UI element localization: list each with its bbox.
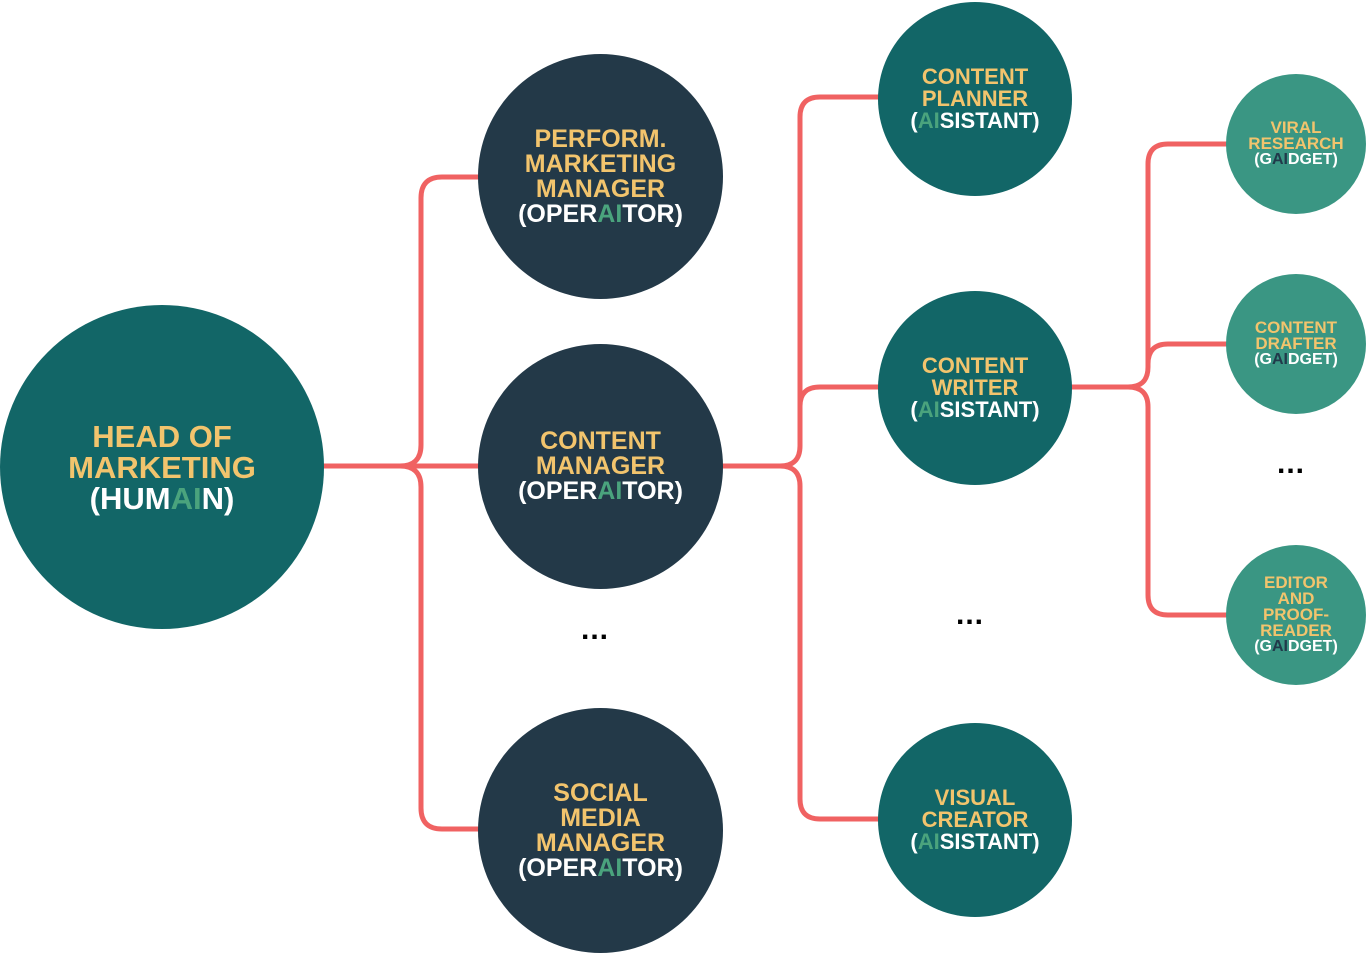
node-perform-marketing-manager: PERFORM. MARKETING MANAGER (OPERAITOR) [478,54,723,299]
node-role: (GAIDGET) [1254,151,1338,169]
node-title-line: CONTENT [921,64,1029,89]
node-title-line: VISUAL [934,785,1016,810]
connector-head-to-social [397,463,481,832]
node-role: (AISISTANT) [910,108,1040,133]
node-role: (OPERAITOR) [518,199,683,228]
connector-writer-to-drafter [1145,341,1229,367]
node-title-line: VIRAL [1270,117,1322,137]
node-content-writer: CONTENT WRITER (AISISTANT) [878,291,1072,485]
node-title-line: CONTENT [921,353,1029,378]
node-title-line: MANAGER [535,828,666,857]
connector-manager-to-planner [777,94,881,469]
node-title-line: EDITOR [1264,572,1328,592]
node-role: (AISISTANT) [910,829,1040,854]
node-role: (GAIDGET) [1254,638,1338,656]
node-social-media-manager: SOCIAL MEDIA MANAGER (OPERAITOR) [478,708,723,953]
node-content-drafter: CONTENT DRAFTER (GAIDGET) [1226,274,1366,414]
node-viral-research: VIRAL RESEARCH (GAIDGET) [1226,74,1366,214]
node-title-line: READER [1260,621,1332,641]
node-title-line: DRAFTER [1255,334,1337,353]
node-role: (AISISTANT) [910,397,1040,422]
node-title-line: SOCIAL [553,778,648,807]
node-title-line: MANAGER [535,452,666,480]
node-title-line: PROOF- [1262,605,1330,624]
node-editor-and-proofreader: EDITOR AND PROOF- READER (GAIDGET) [1226,545,1366,685]
connector-head-to-perform [397,174,481,469]
node-title-line: MANAGER [535,174,666,203]
node-content-manager: CONTENT MANAGER (OPERAITOR) [478,344,723,589]
node-title-line: PLANNER [921,86,1029,111]
ellipsis-gadgets: ... [1277,447,1306,480]
node-title-line: CREATOR [921,807,1029,832]
node-role: (OPERAITOR) [518,853,683,882]
node-title-line: AND [1277,588,1315,608]
ellipsis-operators: ... [581,613,610,646]
connector-manager-to-writer [797,384,881,409]
connector-manager-to-visual [777,463,881,822]
node-content-planner: CONTENT PLANNER (AISISTANT) [878,2,1072,196]
node-title-line: CONTENT [540,427,661,455]
node-role: (GAIDGET) [1254,351,1338,369]
node-head-of-marketing: HEAD OF MARKETING (HUMAIN) [0,305,324,629]
node-role: (OPERAITOR) [518,477,683,505]
node-title-line: MEDIA [560,803,641,832]
node-title-line: MARKETING [524,149,677,178]
node-title-line: MARKETING [68,449,256,485]
ellipsis-assistants: ... [956,598,985,631]
node-title-line: WRITER [931,375,1019,400]
node-title-line: RESEARCH [1248,134,1344,153]
connector-writer-to-editor [1125,384,1229,618]
node-title-line: CONTENT [1254,317,1338,337]
connector-writer-to-viral [1125,141,1229,390]
node-title-line: PERFORM. [534,124,667,153]
node-role: (HUMAIN) [89,480,235,516]
node-title-line: HEAD OF [92,418,232,454]
node-visual-creator: VISUAL CREATOR (AISISTANT) [878,723,1072,917]
